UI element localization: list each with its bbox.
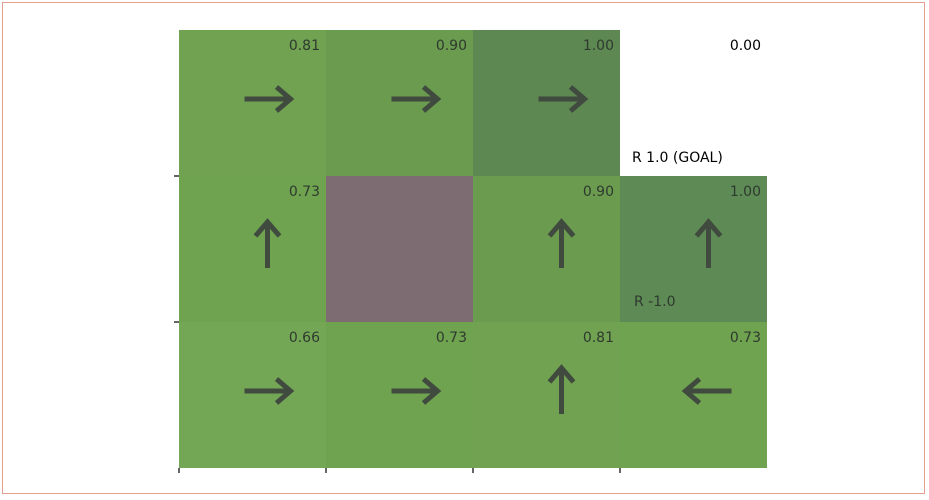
grid-cell: 0.81 [473, 322, 620, 468]
state-value: 0.90 [583, 184, 614, 200]
grid-cell: 0.73 [179, 176, 326, 322]
grid-cell: 1.00 [473, 30, 620, 176]
cell-background [326, 322, 473, 468]
up-arrow-icon [547, 364, 576, 414]
cell-background [179, 30, 326, 176]
up-arrow-icon [253, 218, 282, 268]
up-arrow-icon [694, 218, 723, 268]
cell-background [326, 176, 473, 322]
grid-cell: 0.73 [326, 322, 473, 468]
grid-cell: 0.66 [179, 322, 326, 468]
gridworld-diagram: 0.81 0.90 1.00 0.00 R 1.0 (GOAL) 0.73 0.90 1.00… [174, 30, 767, 473]
state-value: 0.66 [289, 330, 320, 346]
left-arrow-icon [681, 377, 732, 405]
cell-background [473, 322, 620, 468]
cell-background [620, 176, 767, 322]
axis-ticks [174, 175, 621, 473]
right-arrow-icon [244, 377, 295, 405]
figure-frame: 0.81 0.90 1.00 0.00 R 1.0 (GOAL) 0.73 0.90 1.00… [2, 2, 925, 494]
state-value: 0.73 [436, 330, 467, 346]
grid-cell: 0.73 [620, 322, 767, 468]
goal-cell: 0.00 R 1.0 (GOAL) [620, 30, 767, 176]
state-value: 0.90 [436, 38, 467, 54]
state-value: 1.00 [583, 38, 614, 54]
state-value: 0.81 [289, 38, 320, 54]
obstacle-cell [326, 176, 473, 322]
cell-background [326, 30, 473, 176]
grid-cell: 0.90 [326, 30, 473, 176]
right-arrow-icon [391, 85, 442, 113]
reward-label: R 1.0 (GOAL) [632, 150, 723, 166]
right-arrow-icon [391, 377, 442, 405]
cell-background [473, 30, 620, 176]
right-arrow-icon [538, 85, 589, 113]
state-value: 0.73 [730, 330, 761, 346]
state-value: 0.81 [583, 330, 614, 346]
state-value: 0.00 [730, 38, 761, 54]
right-arrow-icon [244, 85, 295, 113]
cell-background [620, 30, 767, 176]
cell-background [179, 322, 326, 468]
grid-cell: 1.00 R -1.0 [620, 176, 767, 322]
cell-background [473, 176, 620, 322]
grid-cell: 0.90 [473, 176, 620, 322]
up-arrow-icon [547, 218, 576, 268]
cell-background [179, 176, 326, 322]
reward-label: R -1.0 [634, 294, 676, 310]
state-value: 0.73 [289, 184, 320, 200]
grid-cell: 0.81 [179, 30, 326, 176]
state-value: 1.00 [730, 184, 761, 200]
